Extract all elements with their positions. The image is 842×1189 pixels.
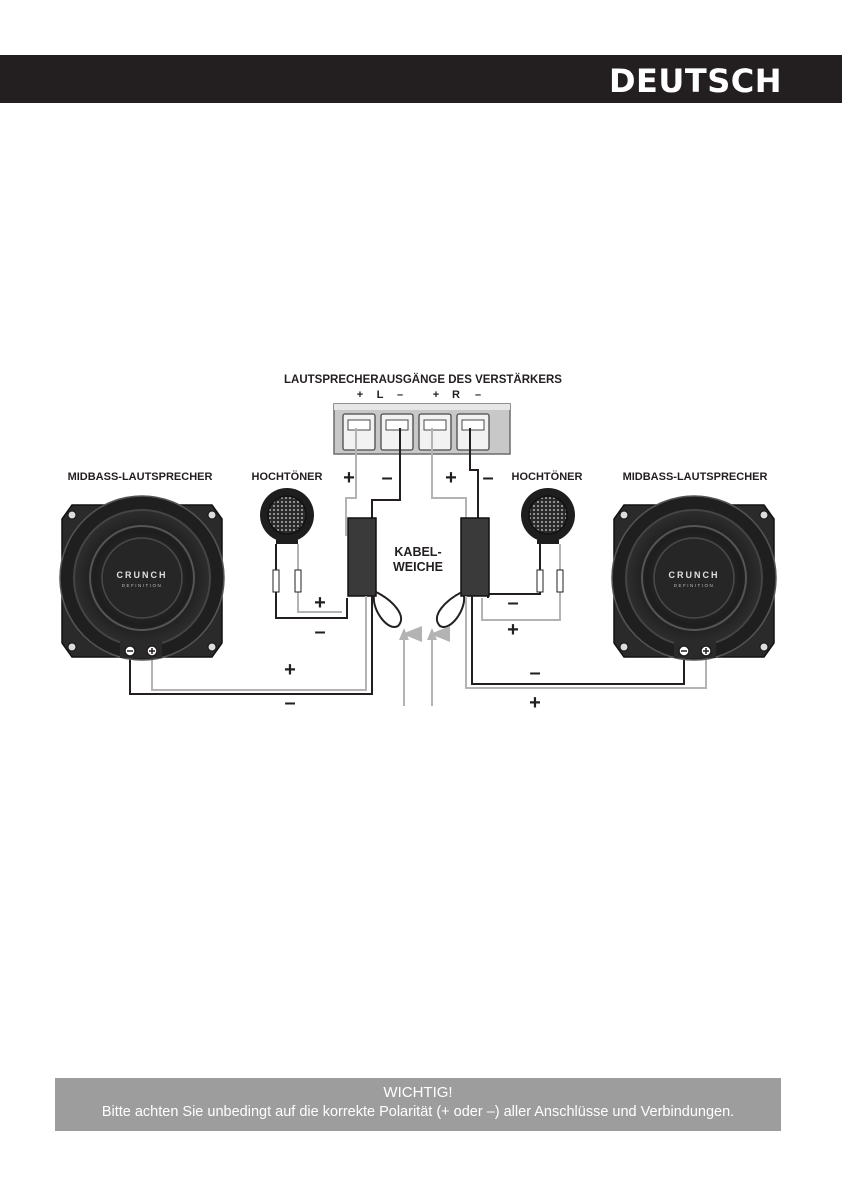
header-bar: DEUTSCH (0, 55, 842, 103)
tweeter-left (260, 488, 314, 544)
tweeter-right (521, 488, 575, 544)
polarity-mark-amp-l-minus: – (381, 467, 392, 489)
important-notice: WICHTIG! Bitte achten Sie unbedingt auf … (55, 1078, 781, 1131)
amp-terminal-r-plus: + (433, 389, 439, 401)
midbass-label-left: MIDBASS-LAUTSPRECHER (68, 471, 213, 483)
notice-title: WICHTIG! (383, 1084, 453, 1101)
tweeter-label-right: HOCHTÖNER (512, 470, 583, 483)
midbass-label-right: MIDBASS-LAUTSPRECHER (623, 471, 768, 483)
tweeter-label-left: HOCHTÖNER (252, 470, 323, 483)
crossover-label-line1: KABEL- (394, 545, 441, 559)
brand-sub-left: DEFINITION (122, 583, 163, 588)
crossover-left (347, 517, 377, 597)
amp-channel-l: L (377, 389, 384, 401)
polarity-mark-tweeter-l-plus: + (314, 592, 326, 614)
polarity-mark-amp-l-plus: + (343, 467, 355, 489)
polarity-mark-tweeter-l-minus: – (314, 621, 325, 643)
brand-logo-left: CRUNCH (117, 570, 168, 580)
notice-text: Bitte achten Sie unbedingt auf die korre… (101, 1104, 735, 1120)
amp-channel-r: R (452, 389, 460, 401)
polarity-mark-midbass-r-minus: – (529, 662, 540, 684)
polarity-mark-tweeter-r-plus: + (507, 619, 519, 641)
polarity-mark-midbass-l-minus: – (284, 692, 295, 714)
polarity-mark-amp-r-plus: + (445, 467, 457, 489)
polarity-mark-tweeter-r-minus: – (507, 592, 518, 614)
polarity-mark-midbass-r-plus: + (529, 692, 541, 714)
brand-logo-right: CRUNCH (669, 570, 720, 580)
brand-sub-right: DEFINITION (674, 583, 715, 588)
language-title: DEUTSCH (608, 62, 782, 100)
amplifier-terminal-block (333, 403, 511, 455)
amp-terminal-r-minus: – (475, 389, 481, 401)
polarity-mark-midbass-l-plus: + (284, 659, 296, 681)
amp-terminal-l-minus: – (397, 389, 403, 401)
amp-terminal-l-plus: + (357, 389, 363, 401)
crossover-right (460, 517, 490, 597)
crossover-label-line2: WEICHE (393, 560, 443, 574)
midbass-speaker-right: CRUNCH DEFINITION (611, 495, 777, 661)
amp-title: LAUTSPRECHERAUSGÄNGE DES VERSTÄRKERS (284, 373, 562, 386)
midbass-speaker-left: CRUNCH DEFINITION (59, 495, 225, 661)
polarity-mark-amp-r-minus: – (482, 467, 493, 489)
